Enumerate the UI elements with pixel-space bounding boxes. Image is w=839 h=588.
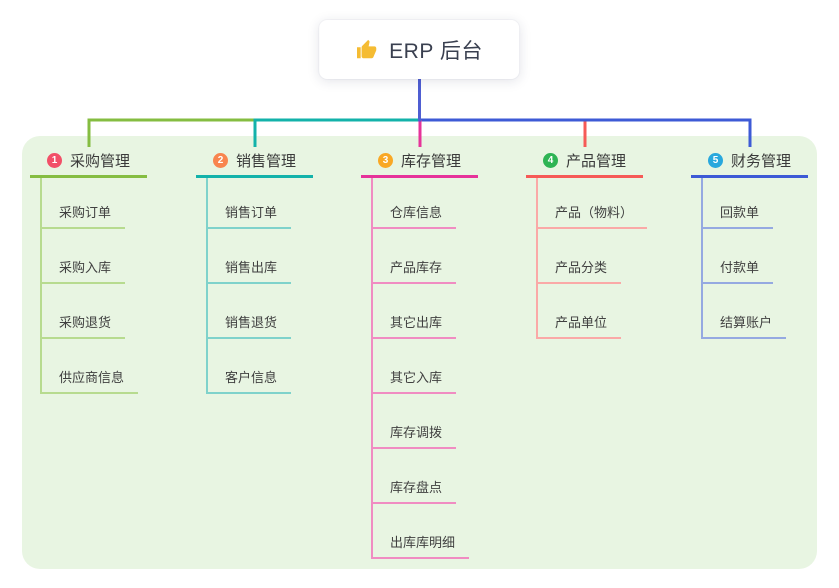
child-node-label: 其它出库 xyxy=(390,315,443,330)
child-node[interactable]: 库存调拨 xyxy=(373,394,457,449)
branch-children: 回款单付款单结算账户 xyxy=(701,178,821,339)
child-node-label: 回款单 xyxy=(720,205,760,220)
branch-2: 2 销售管理销售订单销售出库销售退货客户信息 xyxy=(196,145,326,394)
branch-header-4[interactable]: 4 产品管理 xyxy=(526,145,643,178)
branch-children: 采购订单采购入库采购退货供应商信息 xyxy=(40,178,160,394)
child-node-label: 仓库信息 xyxy=(390,205,443,220)
branch-header-5[interactable]: 5 财务管理 xyxy=(691,145,808,178)
child-node[interactable]: 销售退货 xyxy=(208,284,292,339)
root-node[interactable]: ERP 后台 xyxy=(319,20,519,79)
branch-3: 3 库存管理仓库信息产品库存其它出库其它入库库存调拨库存盘点出库库明细 xyxy=(361,145,491,559)
branch-number-badge: 2 xyxy=(213,152,228,168)
child-node-label: 销售出库 xyxy=(225,260,278,275)
branch-children: 销售订单销售出库销售退货客户信息 xyxy=(206,178,326,394)
branch-title: 产品管理 xyxy=(566,152,627,170)
child-node-label: 库存调拨 xyxy=(390,425,443,440)
child-node-label: 产品分类 xyxy=(555,260,608,275)
child-node[interactable]: 结算账户 xyxy=(703,284,787,339)
child-node-label: 采购入库 xyxy=(59,260,112,275)
child-node[interactable]: 供应商信息 xyxy=(42,339,139,394)
branch-children: 产品（物料） 产品分类产品单位 xyxy=(536,178,656,339)
branch-5: 5 财务管理回款单付款单结算账户 xyxy=(691,145,821,339)
child-node-label: 出库库明细 xyxy=(390,535,456,550)
child-node[interactable]: 销售出库 xyxy=(208,229,292,284)
child-node[interactable]: 采购退货 xyxy=(42,284,126,339)
branch-number-badge: 5 xyxy=(708,152,723,168)
child-node-label: 产品库存 xyxy=(390,260,443,275)
branch-title: 财务管理 xyxy=(731,152,792,170)
branch-title: 销售管理 xyxy=(236,152,297,170)
child-node[interactable]: 产品库存 xyxy=(373,229,457,284)
child-node[interactable]: 其它出库 xyxy=(373,284,457,339)
child-node[interactable]: 采购订单 xyxy=(42,178,126,229)
branch-1: 1 采购管理采购订单采购入库采购退货供应商信息 xyxy=(30,145,160,394)
child-node-label: 供应商信息 xyxy=(59,370,125,385)
child-node[interactable]: 库存盘点 xyxy=(373,449,457,504)
child-node[interactable]: 仓库信息 xyxy=(373,178,457,229)
child-node[interactable]: 销售订单 xyxy=(208,178,292,229)
child-node-label: 采购退货 xyxy=(59,315,112,330)
child-node-label: 库存盘点 xyxy=(390,480,443,495)
child-node-label: 其它入库 xyxy=(390,370,443,385)
child-node[interactable]: 其它入库 xyxy=(373,339,457,394)
root-node-label: ERP 后台 xyxy=(389,39,483,63)
branch-header-3[interactable]: 3 库存管理 xyxy=(361,145,478,178)
child-node[interactable]: 客户信息 xyxy=(208,339,292,394)
child-node[interactable]: 产品分类 xyxy=(538,229,622,284)
child-node[interactable]: 付款单 xyxy=(703,229,774,284)
branch-4: 4 产品管理产品（物料） 产品分类产品单位 xyxy=(526,145,656,339)
child-node-label: 产品单位 xyxy=(555,315,608,330)
thumbs-up-icon xyxy=(357,39,377,58)
child-node-label: 客户信息 xyxy=(225,370,278,385)
branch-number-badge: 4 xyxy=(543,152,558,168)
branch-title: 采购管理 xyxy=(70,152,131,170)
branch-number-badge: 1 xyxy=(47,152,62,168)
child-node-label: 结算账户 xyxy=(720,315,773,330)
child-node-label: 付款单 xyxy=(720,260,760,275)
branch-children: 仓库信息产品库存其它出库其它入库库存调拨库存盘点出库库明细 xyxy=(371,178,491,559)
branch-number-badge: 3 xyxy=(378,152,393,168)
branch-header-1[interactable]: 1 采购管理 xyxy=(30,145,147,178)
child-node-label: 销售订单 xyxy=(225,205,278,220)
branches-panel xyxy=(22,136,817,569)
child-node[interactable]: 采购入库 xyxy=(42,229,126,284)
child-node-label: 采购订单 xyxy=(59,205,112,220)
child-node-label: 销售退货 xyxy=(225,315,278,330)
child-node-label: 产品（物料） xyxy=(555,205,634,220)
branch-title: 库存管理 xyxy=(401,152,462,170)
child-node[interactable]: 回款单 xyxy=(703,178,774,229)
child-node[interactable]: 出库库明细 xyxy=(373,504,470,559)
branch-header-2[interactable]: 2 销售管理 xyxy=(196,145,313,178)
child-node[interactable]: 产品（物料） xyxy=(538,178,648,229)
child-node[interactable]: 产品单位 xyxy=(538,284,622,339)
